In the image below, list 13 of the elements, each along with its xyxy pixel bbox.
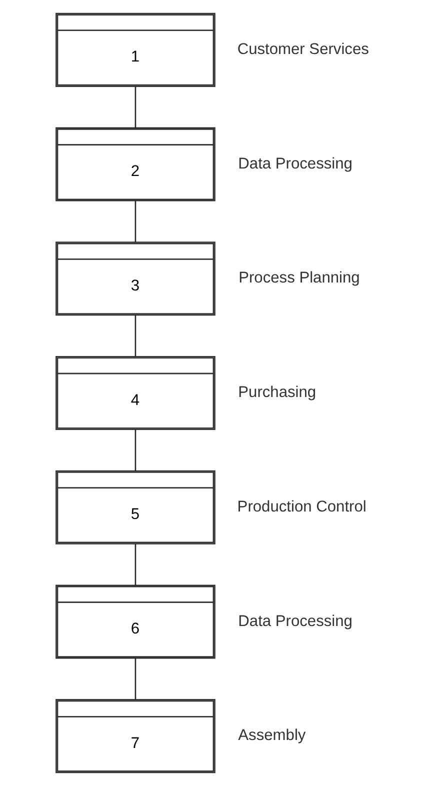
connector <box>134 86 136 128</box>
node-label: Customer Services <box>236 40 368 58</box>
node-label: Assembly <box>238 727 306 744</box>
node-label: Purchasing <box>238 384 316 402</box>
node-label: Process Planning <box>238 270 360 287</box>
node-label: Data Processing <box>238 155 352 172</box>
node-label: Data Processing <box>238 612 352 630</box>
connector <box>134 200 136 242</box>
connector <box>134 544 136 586</box>
connector <box>134 315 136 357</box>
connector <box>134 658 136 700</box>
node-label: Production Control <box>236 498 366 516</box>
connector <box>134 430 136 471</box>
